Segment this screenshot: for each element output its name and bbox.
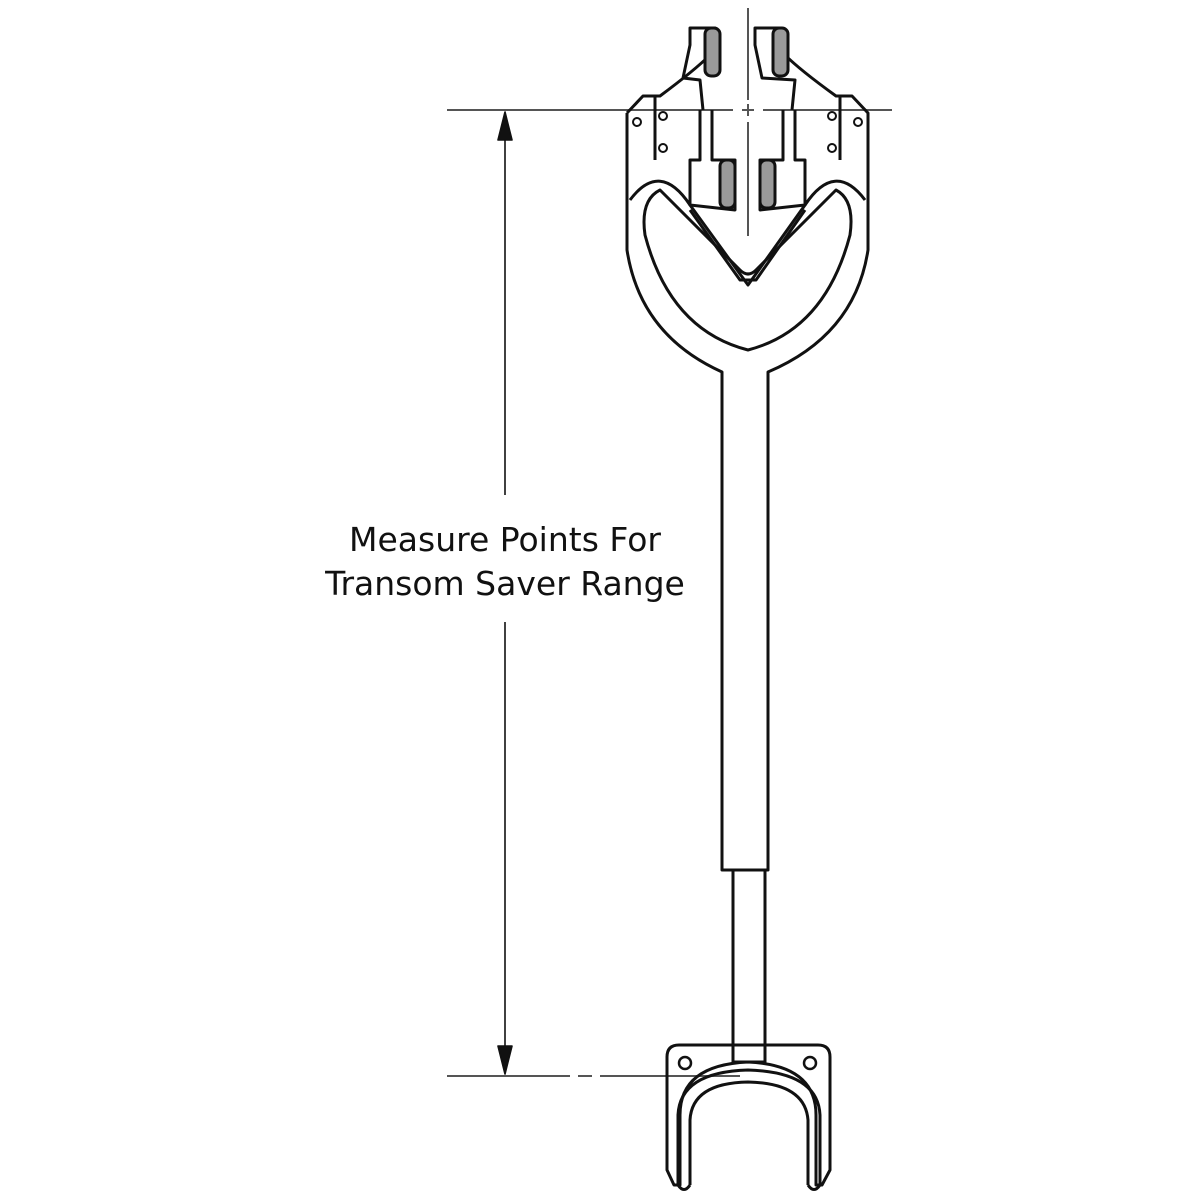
saver-head xyxy=(625,26,870,872)
transom-yoke xyxy=(665,1043,832,1191)
measure-label-line1: Measure Points For xyxy=(349,520,661,559)
dimension-arrow xyxy=(497,111,513,1075)
pad-top-left xyxy=(703,26,722,78)
measure-label: Measure Points For Transom Saver Range xyxy=(300,518,710,606)
arrow-up-icon xyxy=(497,111,513,141)
shaft xyxy=(731,868,767,1064)
pad-bottom-left xyxy=(718,158,737,210)
pad-bottom-right xyxy=(758,158,777,210)
arrow-down-icon xyxy=(497,1045,513,1075)
pad-top-right xyxy=(771,26,790,78)
measure-label-line2: Transom Saver Range xyxy=(325,564,685,603)
